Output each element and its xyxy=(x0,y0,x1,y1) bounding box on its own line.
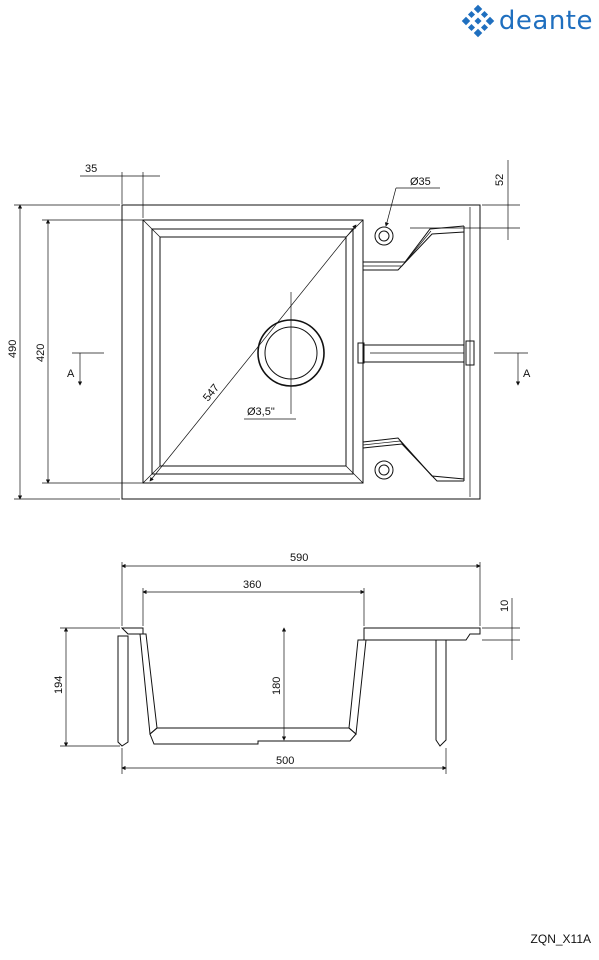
section-view: 180 590 360 10 194 500 xyxy=(53,552,520,774)
brand-name: deante xyxy=(498,6,593,36)
dim-420: 420 xyxy=(35,344,47,362)
dim-hole: Ø35 xyxy=(410,176,431,188)
section-a-left: A xyxy=(67,368,75,380)
model-code: ZQN_X11A xyxy=(530,932,591,946)
dim-35: 35 xyxy=(85,163,97,175)
dim-547: 547 xyxy=(201,382,222,404)
dim-590: 590 xyxy=(290,552,308,564)
dim-194: 194 xyxy=(53,676,65,694)
dim-490: 490 xyxy=(7,340,19,358)
deante-logo-icon xyxy=(461,4,495,38)
top-view: 547 Ø3,5" xyxy=(7,160,531,500)
dim-drain: Ø3,5" xyxy=(247,406,275,418)
dim-500: 500 xyxy=(276,755,294,767)
dim-180: 180 xyxy=(271,677,283,695)
drainboard xyxy=(357,207,475,497)
dim-10: 10 xyxy=(499,600,511,612)
brand-logo: deante xyxy=(461,2,593,40)
sink-outline xyxy=(121,204,481,500)
dim-360: 360 xyxy=(243,579,261,591)
section-a-right: A xyxy=(523,368,531,380)
dim-52: 52 xyxy=(494,174,506,186)
bowl xyxy=(142,219,364,484)
drain xyxy=(257,292,325,414)
